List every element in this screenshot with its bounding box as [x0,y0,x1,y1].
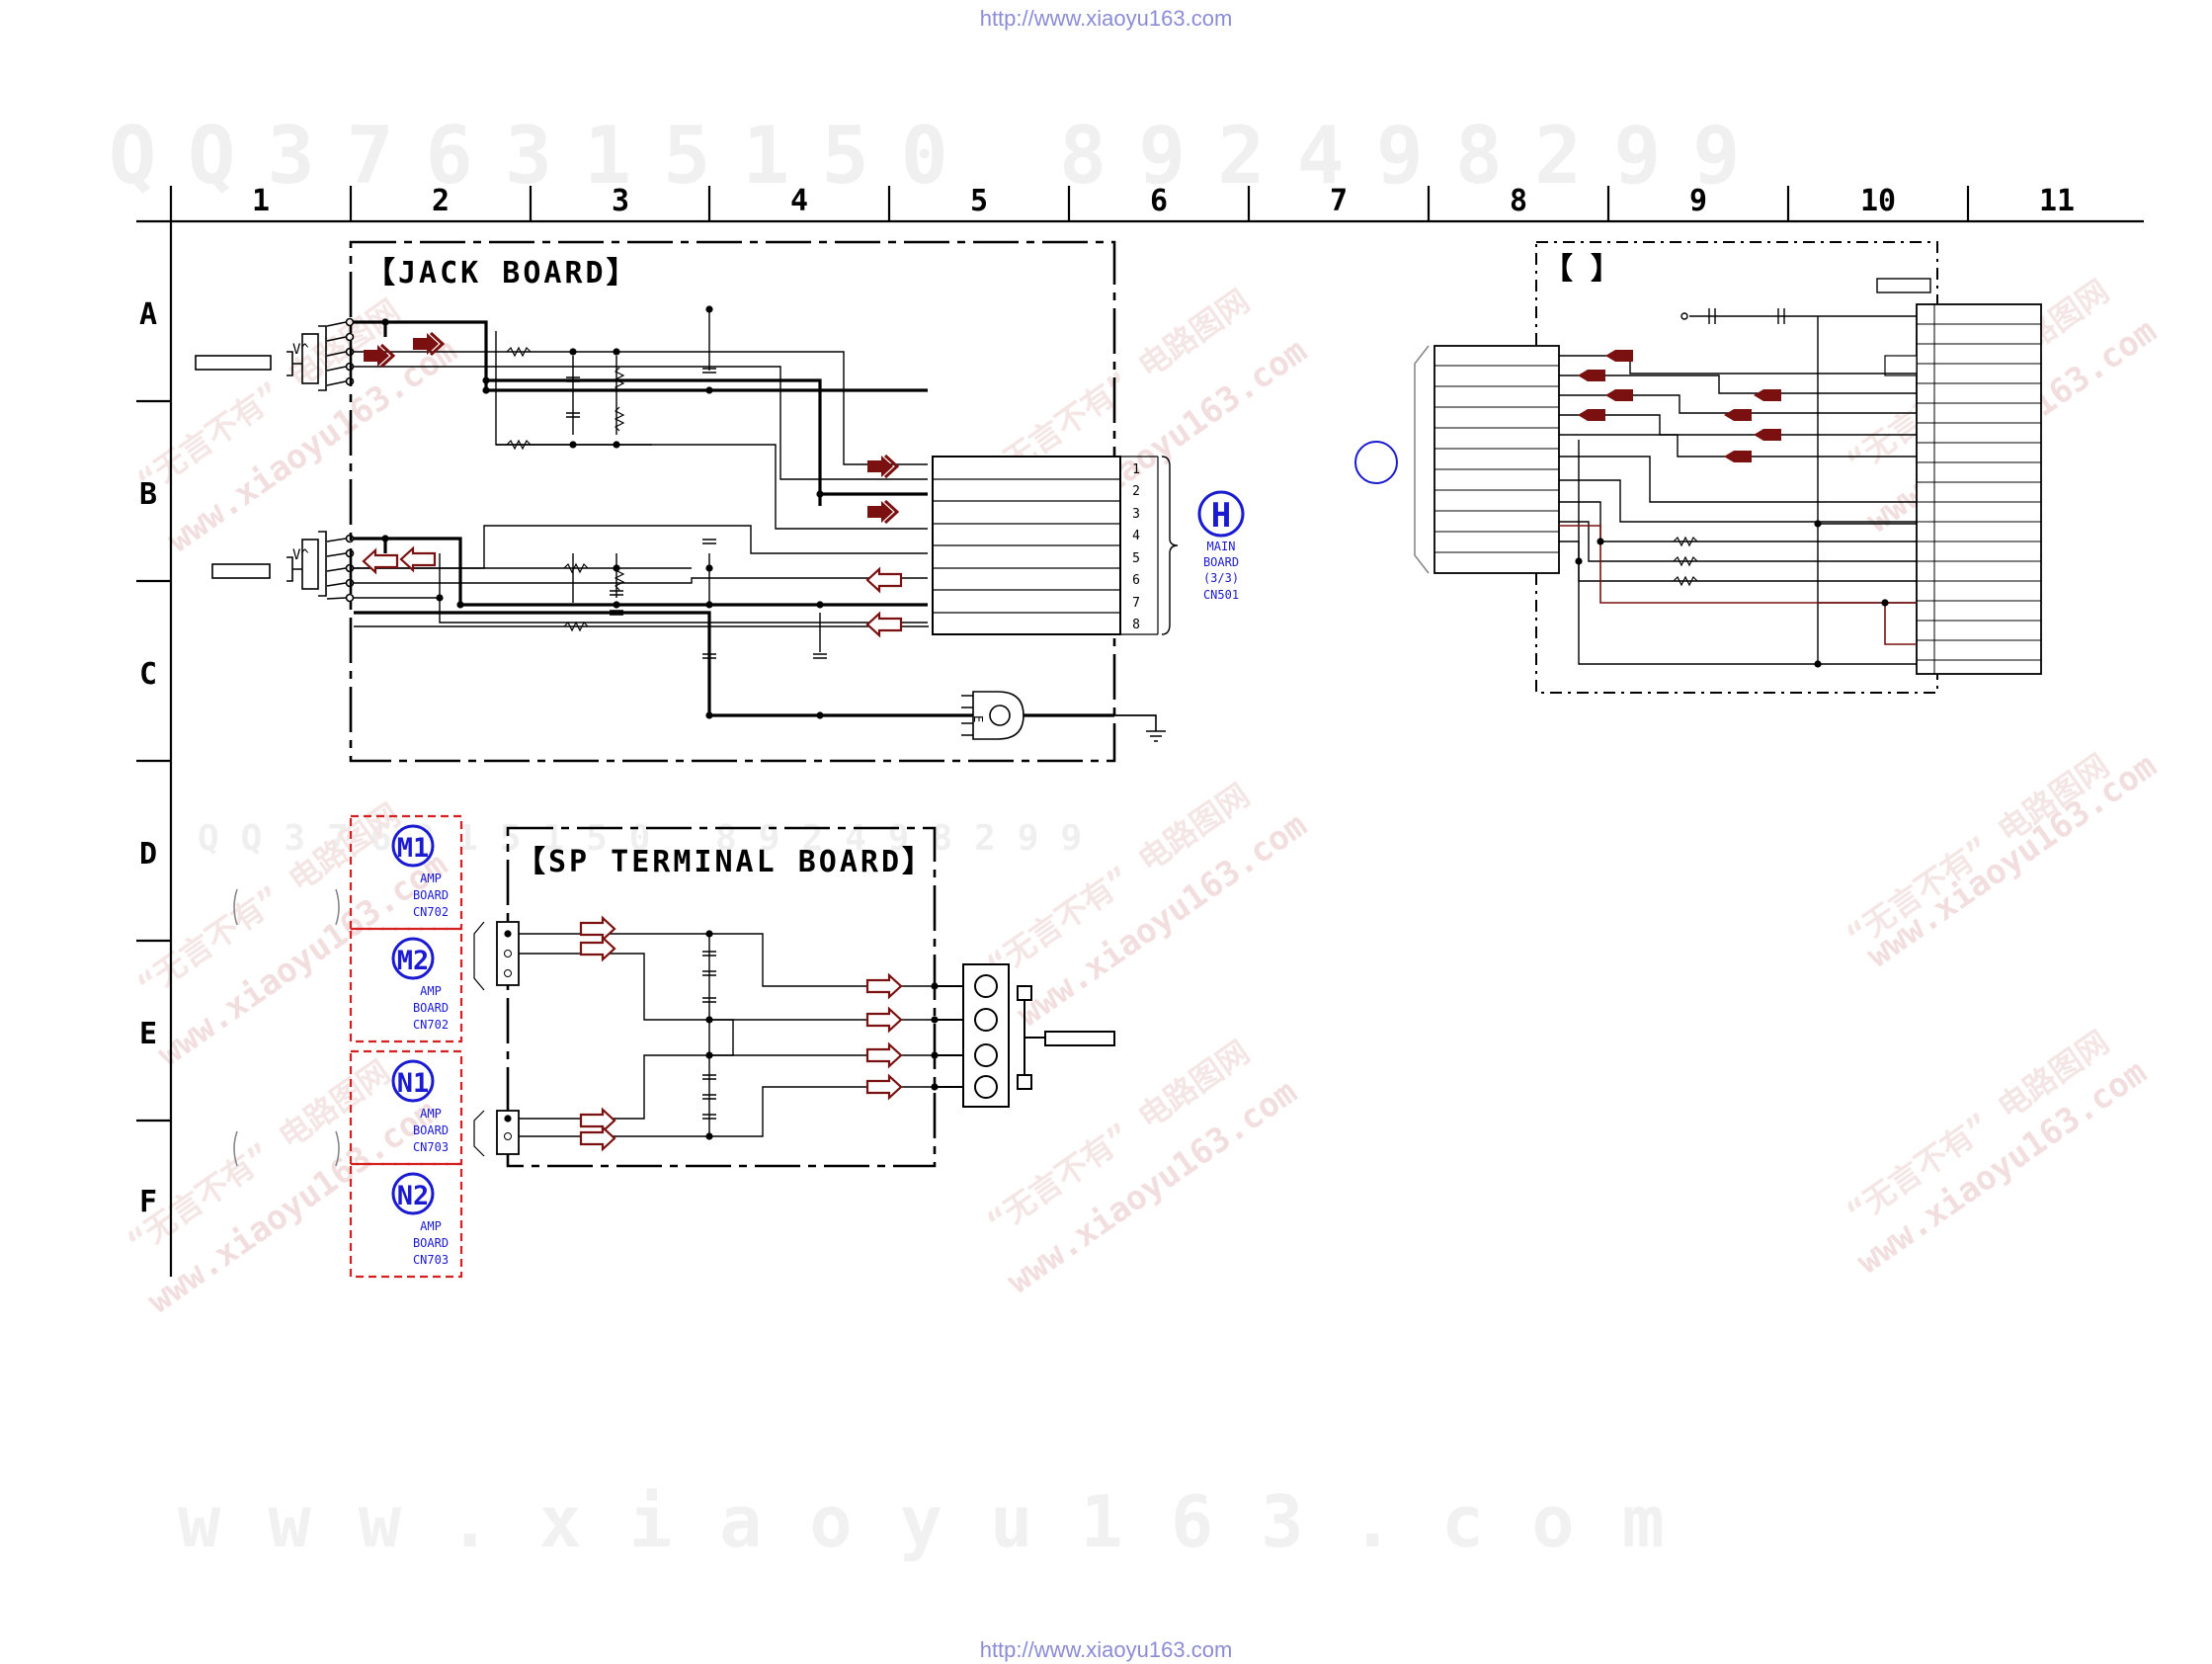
amp-ref-n2[interactable]: N2 AMP BOARD CN703 [391,1172,449,1267]
pin-2: 2 [1132,484,1140,499]
jack-board-title: 【JACK BOARD】 [366,256,639,291]
col-label-9: 9 [1689,184,1707,218]
amp-ref-m1-id: M1 [397,833,430,864]
right-board-title: 【 】 [1543,252,1620,287]
col-label-10: 10 [1860,184,1896,218]
main-board-ref-letter: H [1211,496,1231,536]
amp-ref-m1-line-2: BOARD [413,888,449,902]
sp-terminal-title: 【SP TERMINAL BOARD】 [516,845,935,879]
main-board-ref-line-2: BOARD [1203,555,1239,569]
pin-4: 4 [1132,529,1140,543]
amp-ref-m1-line-3: CN702 [413,905,449,919]
jack-board: 【JACK BOARD】 V^ V^ [195,240,1245,763]
watermark-cn-6: “无言不有” 电路图网 [1841,746,2116,955]
amp-ref-m2-line-2: BOARD [413,1001,449,1015]
right-board: 【 】 [1354,241,2042,694]
jack-2 [211,531,355,603]
amp-ref-m1[interactable]: M1 AMP BOARD CN702 [391,824,449,919]
speaker-terminal [935,963,1115,1108]
row-label-f: F [139,1185,157,1219]
jack-1-mark: V^ [292,342,309,358]
row-label-d: D [139,837,157,872]
watermark-diag-6: www.xiaoyu163.com [1859,746,2164,975]
sp-terminal-board: 【SP TERMINAL BOARD】 [473,826,1115,1168]
jack-ground-part [961,691,1166,742]
row-label-e: E [139,1017,157,1051]
row-label-a: A [139,297,157,332]
jack-part-mark: E [971,715,985,722]
amp-ref-m1-line-1: AMP [420,872,442,885]
pin-7: 7 [1132,596,1140,611]
amp-refs: M1 AMP BOARD CN702 M2 AMP BOARD CN702 N1… [233,814,463,1279]
footer-url[interactable]: http://www.xiaoyu163.com [979,1637,1233,1662]
amp-ref-n1-line-1: AMP [420,1107,442,1121]
header-url[interactable]: http://www.xiaoyu163.com [979,6,1233,31]
amp-ref-n1-id: N1 [397,1068,430,1099]
col-label-1: 1 [252,184,270,218]
amp-ref-n1-line-3: CN703 [413,1140,449,1154]
pin-3: 3 [1132,507,1140,522]
col-label-6: 6 [1150,184,1168,218]
main-board-ref[interactable]: H MAIN BOARD (3/3) CN501 [1197,490,1245,602]
amp-ref-n2-id: N2 [397,1181,430,1211]
amp-ref-n2-line-3: CN703 [413,1253,449,1267]
watermark-digits-top: QQ376315150 892498299 [109,110,1771,202]
col-label-2: 2 [432,184,450,218]
amp-ref-n1[interactable]: N1 AMP BOARD CN703 [391,1059,449,1154]
jack-2-mark: V^ [292,547,309,563]
row-label-b: B [139,477,157,512]
col-label-4: 4 [790,184,808,218]
amp-ref-m2-line-1: AMP [420,984,442,998]
amp-ref-m2-line-3: CN702 [413,1018,449,1032]
main-board-ref-line-1: MAIN [1207,540,1236,553]
grid-frame [136,186,2144,1277]
pin-5: 5 [1132,551,1140,566]
amp-ref-m2[interactable]: M2 AMP BOARD CN702 [391,937,449,1032]
jack-1 [195,317,355,391]
amp-ref-n2-line-1: AMP [420,1219,442,1233]
col-label-3: 3 [612,184,629,218]
amp-ref-m2-id: M2 [397,946,430,976]
pin-6: 6 [1132,573,1140,588]
col-label-5: 5 [970,184,988,218]
watermark-site-bottom: www.xiaoyu163.com [178,1480,1712,1563]
main-board-ref-line-3: (3/3) [1203,571,1239,585]
col-label-7: 7 [1330,184,1348,218]
pin-1: 1 [1132,462,1140,477]
row-label-c: C [139,657,157,692]
amp-ref-n1-line-2: BOARD [413,1123,449,1137]
amp-ref-n2-line-2: BOARD [413,1236,449,1250]
col-label-8: 8 [1510,184,1527,218]
pin-8: 8 [1132,618,1140,632]
main-board-ref-line-4: CN501 [1203,588,1239,602]
col-label-11: 11 [2039,184,2075,218]
